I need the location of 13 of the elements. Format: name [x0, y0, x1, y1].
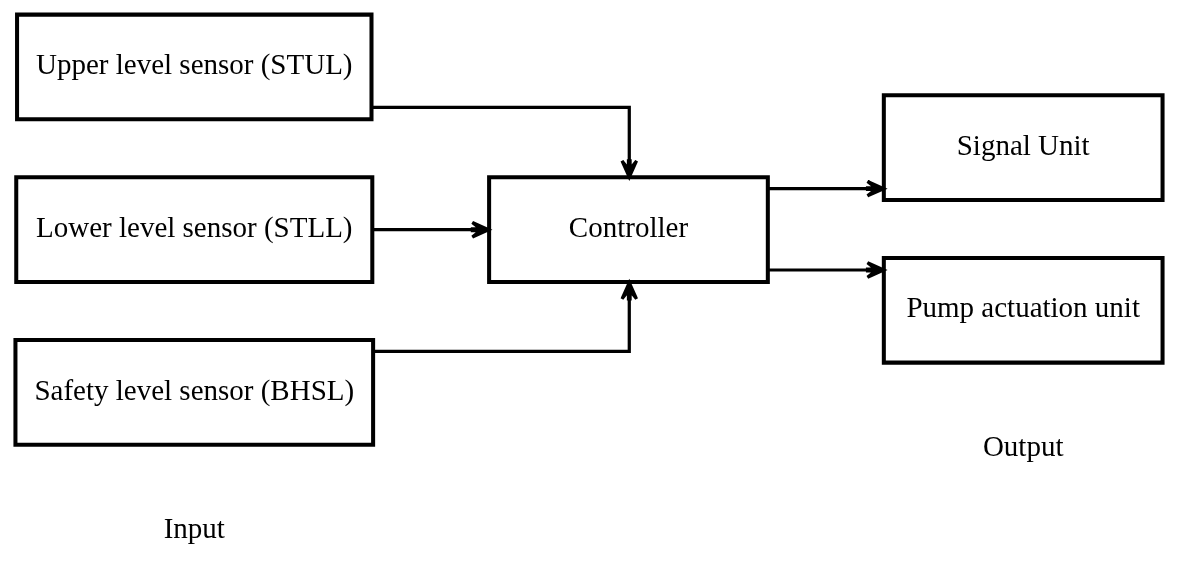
node-box: Safety level sensor (BHSL)	[13, 338, 376, 447]
arrow	[768, 179, 886, 198]
arrow	[768, 261, 886, 279]
node-box: Controller	[487, 175, 770, 285]
label: Output	[982, 429, 1064, 462]
arrow	[371, 105, 639, 179]
arrow	[373, 281, 639, 353]
node-box: Pump actuation unit	[881, 255, 1165, 365]
arrow	[372, 220, 491, 239]
node-box: Upper level sensor (STUL)	[15, 12, 374, 122]
node-box: Signal Unit	[881, 93, 1165, 202]
label: Input	[163, 512, 225, 545]
node-box: Lower level sensor (STLL)	[14, 175, 375, 285]
